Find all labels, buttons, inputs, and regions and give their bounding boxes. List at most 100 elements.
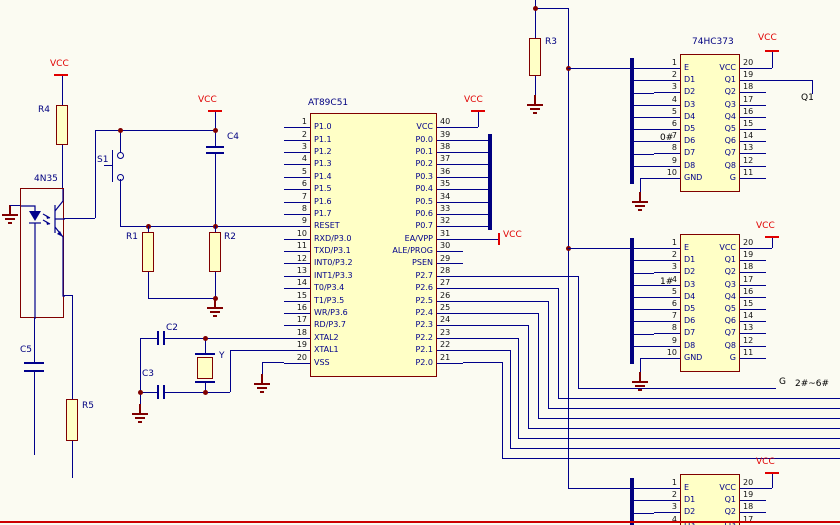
pin-stub-right: 17: [740, 94, 766, 111]
pin-wire: [284, 251, 310, 253]
wire: [463, 177, 490, 178]
pin-name-right: Q1: [725, 76, 736, 84]
pin-name-left: D2: [684, 268, 695, 276]
pin-number: 15: [296, 290, 307, 300]
pin-wire: [740, 248, 766, 250]
pin-name-right: VCC: [719, 244, 736, 252]
vcc-power-bar: [208, 110, 222, 112]
pin-stub-left: 15: [284, 290, 310, 306]
wire: [478, 112, 479, 127]
pin-number: 31: [440, 228, 451, 238]
arrow-head: [46, 221, 50, 225]
pin-number: 3: [671, 82, 677, 92]
pin-name-part: INT1: [314, 271, 333, 280]
pin-stub-right: 11: [740, 348, 766, 364]
pin-stub-left: 6: [654, 300, 680, 315]
chip-74hc373-0: 1 E VCC 20 2 D1 Q1 19 3 D2: [654, 54, 766, 192]
pin-wire: [654, 512, 680, 514]
wire: [463, 164, 490, 165]
pin-name-part: T0/P3.4: [314, 284, 345, 293]
pin-stub-right: 30: [437, 242, 463, 257]
pin-name-left: T0/P3.4: [314, 284, 344, 292]
pin-name-right: ALE/PROG: [392, 247, 433, 255]
pin-name-right: VCC: [416, 123, 433, 131]
pin-row: 9 D8 Q8 12: [654, 336, 766, 352]
pin-name-part: D6: [684, 137, 696, 146]
pin-name-part: G: [729, 353, 736, 362]
pin-name-part: P0.7: [415, 222, 433, 231]
pin-stub-right: 11: [740, 168, 766, 184]
pin-name-right: Q2: [725, 88, 736, 96]
wire: [812, 80, 813, 94]
pin-wire: [654, 500, 680, 502]
capacitor-c2-plate: [157, 331, 159, 345]
pin-row: 7 D6 Q6 14: [654, 131, 766, 147]
pin-row: 6 D5 Q5 15: [654, 120, 766, 135]
pin-name-left: RXD/P3.0: [314, 235, 351, 243]
wire: [230, 350, 231, 392]
pin-stub-left: 18: [284, 328, 310, 344]
wire: [140, 338, 141, 404]
pin-name-right: P2.2: [415, 334, 433, 342]
pin-name-left: GND: [684, 174, 702, 182]
pin-name-part: Q5: [724, 125, 736, 134]
wire: [463, 239, 498, 240]
pin-name-right: P2.3: [415, 321, 433, 329]
wire: [120, 130, 121, 152]
pin-name-part: D2: [684, 88, 696, 97]
pin-number: 4: [671, 274, 677, 284]
wire: [140, 392, 157, 393]
pin-number: 4: [671, 94, 677, 104]
pin-stub-left: 10: [654, 348, 680, 364]
wire: [558, 288, 559, 398]
pin-name-part: D4: [684, 292, 696, 301]
wire: [463, 214, 490, 215]
pin-wire: [654, 321, 680, 323]
wire: [634, 346, 654, 347]
pin-name-right: Q6: [725, 137, 736, 145]
pin-stub-right: 33: [437, 204, 463, 220]
pin-names: D7 Q7: [680, 329, 740, 337]
c3-label: C3: [142, 369, 155, 379]
pin-number: 7: [671, 131, 677, 141]
pin-number: 17: [743, 94, 754, 104]
wire: [502, 362, 503, 458]
pin-stub-right: 27: [437, 279, 463, 294]
pin-name-left: P1.5: [314, 185, 332, 193]
pin-stub-right: 40: [437, 118, 463, 133]
pin-name-right: G: [730, 174, 736, 182]
pin-stub-left: 2: [654, 71, 680, 86]
pin-number: 20: [743, 58, 754, 68]
pin-number: 3: [671, 262, 677, 272]
pin-number: 10: [666, 167, 677, 177]
pin-row: 5 P1.4 P0.3 36: [284, 167, 463, 183]
pin-number: 24: [440, 315, 451, 325]
pin-row: 4 D3 Q3 17: [654, 94, 766, 111]
pin-name-right: Q7: [725, 329, 736, 337]
wire: [34, 372, 35, 455]
pin-stub-left: 4: [654, 274, 680, 291]
ground-symbol: [527, 95, 543, 115]
pin-wire: [740, 321, 766, 323]
wire: [518, 438, 840, 439]
wire: [463, 140, 490, 141]
pin-row: 13 INT1/P3.3 P2.7 28: [284, 265, 463, 282]
pin-names: TXD/P3.1 ALE/PROG: [310, 247, 437, 255]
vcc-label: VCC: [758, 33, 777, 43]
pin-name-part: Q1: [724, 76, 736, 85]
pin-names: T0/P3.4 P2.6: [310, 284, 437, 292]
pin-number: 8: [671, 143, 677, 153]
pin-name-right: VCC: [719, 484, 736, 492]
pin-name-right: Q1: [725, 496, 736, 504]
wire: [528, 428, 840, 429]
pin-name-part: Q2: [724, 88, 736, 97]
pin-wire: [654, 296, 680, 298]
pin-number: 5: [671, 106, 677, 116]
sheet-border: [0, 521, 840, 523]
pin-number: 28: [440, 265, 451, 275]
pin-row: 19 XTAL1 P2.1 22: [284, 341, 463, 356]
pin-row: 7 D6 Q6 14: [654, 312, 766, 327]
pin-stub-left: 7: [654, 131, 680, 147]
vcc-label: VCC: [198, 95, 217, 105]
pin-stub-right: 22: [437, 341, 463, 356]
